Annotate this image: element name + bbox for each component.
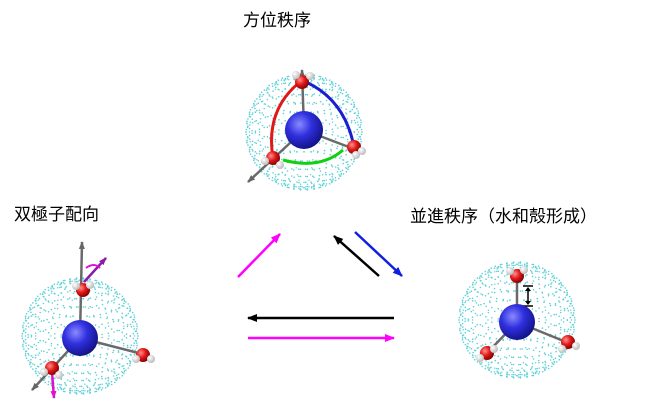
dipole-rotation-arc [85,264,101,269]
hydrogen-atom [132,355,140,363]
oxygen-atom [266,151,280,165]
hydrogen-atom [520,266,528,274]
oxygen-atom [295,75,309,89]
orientational-cluster [245,69,366,191]
dipole-cluster [21,241,155,399]
blue-angle-arc [305,80,356,148]
hydration-shell-sphere [245,73,363,191]
ion-sphere [62,320,98,356]
orientational-order-label: 方位秩序 [243,11,311,31]
dipole-arrow-purple [83,257,107,283]
hydrogen-atom [86,281,94,289]
ion-sphere [499,304,535,340]
hydrogen-atom [40,368,48,376]
translational-order-label: 並進秩序（水和殻形成） [410,207,597,227]
dipole-orientation-label: 双極子配向 [14,205,99,225]
arrow-orientational-to-translational [354,231,403,277]
hydrogen-atom [572,342,580,350]
hydrogen-atom [292,71,300,79]
arrow-dipole-to-orientational [237,233,281,278]
hydrogen-atom [72,282,80,290]
hydrogen-atom [358,147,366,155]
arrow-translational-to-orientational [333,235,380,277]
hydrogen-atom [306,72,314,80]
oxygen-atom [347,140,361,154]
hydrogen-atom [55,371,63,379]
hydrogen-atom [352,151,360,159]
ion-sphere [285,111,323,149]
translational-cluster [458,261,580,379]
hydrogen-atom [276,161,284,169]
hydrogen-atom [147,355,155,363]
dipole-arrow-pink [50,371,57,399]
oxygen-atom [561,335,575,349]
hydrogen-atom [261,157,269,165]
hydrogen-atom [558,345,566,353]
green-angle-arc [282,148,344,165]
hydrogen-atom [476,354,484,362]
red-angle-arc [270,80,301,159]
oxygen-atom [45,361,59,375]
hydrogen-atom [490,345,498,353]
hydrogen-atom [506,267,514,275]
